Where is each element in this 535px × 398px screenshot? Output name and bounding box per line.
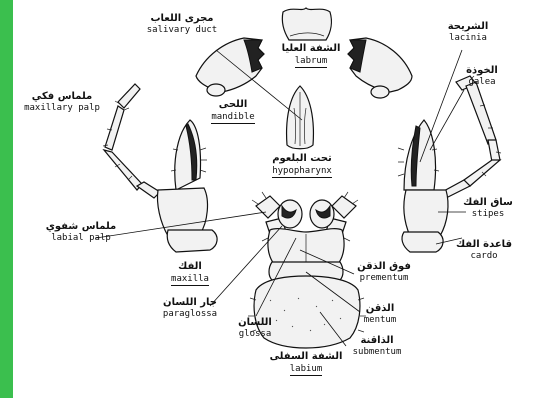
label-glossa-en: glossa	[230, 330, 280, 339]
label-stipes-ar: ساق الفك	[458, 198, 518, 208]
label-cardo-en: cardo	[456, 252, 512, 261]
label-paraglossa-ar: جار اللسان	[156, 298, 224, 308]
label-salivary-duct: مجرى اللعاب salivary duct	[132, 14, 232, 35]
label-prementum-en: prementum	[346, 274, 422, 283]
label-labium: الشفة السفلى labium	[262, 352, 350, 374]
label-maxilla-ar: الفك	[160, 262, 220, 272]
label-galea-ar: الخوذة	[452, 66, 512, 76]
label-prementum-ar: فوق الذقن	[346, 262, 422, 272]
label-paraglossa-en: paraglossa	[156, 310, 224, 319]
label-labrum-ar: الشفة العليا	[266, 44, 356, 54]
label-glossa: اللسان glossa	[230, 318, 280, 339]
right-mandible-drawing	[348, 38, 412, 98]
label-labrum: الشفة العليا labrum	[266, 44, 356, 66]
label-lacinia: الشريحة lacinia	[438, 22, 498, 43]
label-galea-en: galea	[452, 78, 512, 87]
label-paraglossa: جار اللسان paraglossa	[156, 298, 224, 319]
label-glossa-ar: اللسان	[230, 318, 280, 328]
label-maxillary-palp-ar: ملماس فكي	[16, 92, 108, 102]
label-stipes: ساق الفك stipes	[458, 198, 518, 219]
label-galea: الخوذة galea	[452, 66, 512, 87]
label-maxillary-palp-en: maxillary palp	[16, 104, 108, 113]
label-mandible-ar: اللحى	[196, 100, 270, 110]
hypopharynx-drawing	[287, 86, 314, 149]
label-mentum-en: mentum	[352, 316, 408, 325]
labrum-drawing	[282, 8, 331, 40]
right-maxilla-drawing	[398, 76, 501, 252]
label-salivary-duct-en: salivary duct	[132, 26, 232, 35]
label-labial-palp-en: labial palp	[42, 234, 120, 243]
label-maxillary-palp: ملماس فكي maxillary palp	[16, 92, 108, 113]
label-cardo-ar: قاعدة الفك	[456, 240, 512, 250]
label-hypopharynx-ar: تحت البلعوم	[244, 154, 360, 164]
label-labial-palp-ar: ملماس شفوي	[42, 222, 120, 232]
label-labium-ar: الشفة السفلى	[262, 352, 350, 362]
label-cardo: قاعدة الفك cardo	[456, 240, 512, 261]
label-labrum-en: labrum	[295, 56, 328, 68]
label-labial-palp: ملماس شفوي labial palp	[42, 222, 120, 243]
label-lacinia-en: lacinia	[438, 34, 498, 43]
leader-galea	[430, 90, 464, 150]
label-maxilla: الفك maxilla	[160, 262, 220, 284]
label-lacinia-ar: الشريحة	[438, 22, 498, 32]
label-hypopharynx-en: hypopharynx	[272, 166, 332, 178]
label-maxilla-en: maxilla	[171, 274, 209, 286]
label-mandible: اللحى mandible	[196, 100, 270, 122]
label-mentum-ar: الذقن	[352, 304, 408, 314]
label-submentum-ar: الذاقنة	[338, 336, 416, 346]
label-stipes-en: stipes	[458, 210, 518, 219]
label-mandible-en: mandible	[211, 112, 254, 124]
label-mentum: الذقن mentum	[352, 304, 408, 325]
label-labium-en: labium	[290, 364, 323, 376]
label-salivary-duct-ar: مجرى اللعاب	[132, 14, 232, 24]
label-prementum: فوق الذقن prementum	[346, 262, 422, 283]
label-hypopharynx: تحت البلعوم hypopharynx	[244, 154, 360, 176]
left-mandible-drawing	[196, 38, 264, 96]
